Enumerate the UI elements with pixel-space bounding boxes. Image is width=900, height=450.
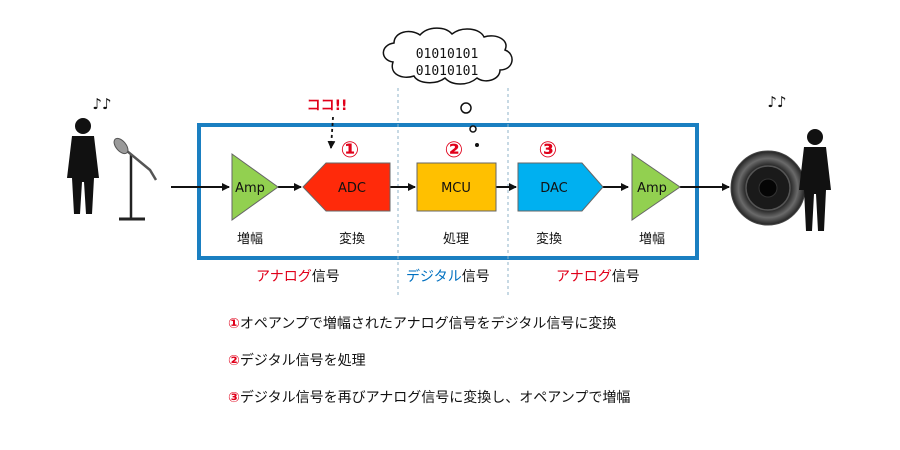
amp-input-label: Amp	[235, 181, 265, 196]
segment-signal-text: 信号	[461, 269, 490, 285]
amp-output-function: 増幅	[639, 232, 665, 247]
segment-label-analog-left: アナログ信号	[256, 266, 340, 286]
segment-analog-text: アナログ	[556, 269, 612, 285]
music-notes-left: ♪♪	[92, 95, 111, 113]
step-number-3: ③	[539, 138, 558, 163]
person-right-icon	[799, 129, 831, 231]
segment-digital-text: デジタル	[406, 269, 462, 285]
mcu-function: 処理	[443, 232, 469, 247]
step-number-2: ②	[445, 138, 464, 163]
legend-text: デジタル信号を処理	[239, 353, 366, 369]
cloud-bits-line-2: 01010101	[416, 64, 479, 79]
legend-item-3: ③デジタル信号を再びアナログ信号に変換し、オペアンプで増幅	[228, 387, 630, 407]
processing-frame	[197, 123, 699, 260]
callout-dashed-arrow	[327, 116, 336, 149]
legend-item-1: ①オペアンプで増幅されたアナログ信号をデジタル信号に変換	[228, 313, 616, 333]
dac-function: 変換	[536, 231, 562, 247]
dac-label: DAC	[540, 181, 568, 196]
dac-block	[517, 162, 604, 212]
mcu-label: MCU	[441, 181, 471, 196]
person-left-icon	[67, 118, 99, 214]
legend-text: デジタル信号を再びアナログ信号に変換し、オペアンプで増幅	[239, 390, 631, 406]
step-number-1: ①	[341, 138, 360, 163]
segment-analog-text: アナログ	[256, 269, 312, 285]
legend-number: ③	[228, 390, 240, 406]
legend-number: ②	[228, 353, 240, 369]
segment-label-digital: デジタル信号	[406, 266, 490, 286]
cloud-bits-line-1: 01010101	[416, 47, 479, 62]
amp-output-block	[631, 153, 681, 221]
amp-input-block	[231, 153, 279, 221]
koko-callout: ココ!!	[307, 98, 348, 114]
music-notes-right: ♪♪	[767, 93, 786, 111]
microphone-icon	[113, 137, 158, 221]
mcu-block	[416, 162, 497, 212]
adc-function: 変換	[339, 231, 365, 247]
segment-signal-text: 信号	[311, 269, 340, 285]
legend-number: ①	[228, 316, 240, 332]
legend-text: オペアンプで増幅されたアナログ信号をデジタル信号に変換	[239, 316, 617, 332]
thought-cloud	[382, 27, 513, 147]
adc-label: ADC	[338, 181, 366, 196]
segment-label-analog-right: アナログ信号	[556, 266, 640, 286]
speaker-icon	[730, 150, 806, 226]
amp-output-label: Amp	[637, 181, 667, 196]
legend-item-2: ②デジタル信号を処理	[228, 350, 366, 370]
adc-block	[302, 162, 391, 212]
segment-signal-text: 信号	[611, 269, 640, 285]
amp-input-function: 増幅	[237, 232, 263, 247]
